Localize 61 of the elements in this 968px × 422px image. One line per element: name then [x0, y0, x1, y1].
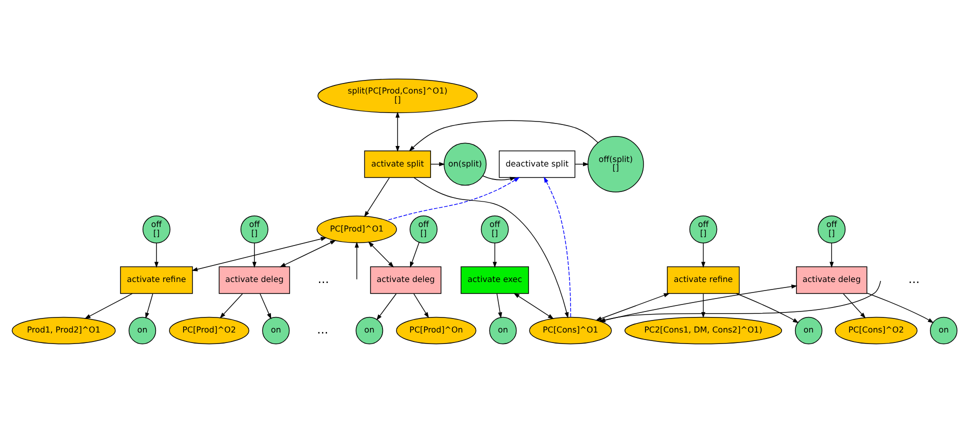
node-circle: off [] [409, 214, 437, 243]
arrow [252, 242, 256, 268]
node-circle: on [128, 316, 156, 344]
arrow [543, 176, 571, 317]
arrow [492, 242, 496, 268]
node-circle: on [794, 316, 822, 344]
node-box: activate split [364, 150, 430, 178]
arrow [700, 292, 705, 318]
arrow [368, 241, 394, 267]
node-circle: off [] [480, 214, 508, 243]
node-circle: off [] [688, 214, 717, 243]
arrow [842, 292, 866, 318]
arrow [144, 292, 153, 318]
arrow [482, 174, 516, 180]
arrow [154, 242, 158, 268]
node-box: activate exec [460, 266, 528, 294]
arrow [496, 292, 502, 318]
arrow [84, 292, 132, 318]
arrow [412, 292, 428, 318]
arrow [191, 236, 326, 271]
node-box: deactivate split [498, 150, 575, 178]
node-circle: on(split) [443, 142, 486, 186]
node-box: activate deleg [218, 266, 290, 294]
node-box: activate refine [666, 266, 740, 294]
arrow [219, 292, 242, 318]
arrow [735, 292, 798, 323]
node-circle: off(split) [] [587, 136, 644, 192]
arrow [408, 120, 598, 151]
arrow [700, 242, 705, 268]
node-circle: on [355, 316, 383, 344]
label: ... [316, 322, 328, 336]
node-box: activate deleg [796, 266, 867, 294]
arrow [279, 240, 336, 267]
node-circle: on [929, 316, 957, 344]
arrow [413, 176, 568, 318]
node-ellipse: PC2[Cons1, DM, Cons2]^O1) [624, 316, 782, 344]
arrow [259, 292, 271, 319]
node-circle: on [262, 316, 290, 344]
arrow [395, 111, 400, 152]
node-ellipse: PC[Prod]^O2 [168, 316, 249, 344]
node-box: activate deleg [370, 266, 441, 294]
arrow [376, 292, 396, 320]
node-circle: off [] [240, 214, 268, 243]
arrow [866, 292, 934, 323]
node-ellipse: PC[Prod]^O1 [316, 215, 396, 243]
arrow [386, 176, 520, 220]
node-ellipse: PC[Prod]^On [396, 316, 476, 344]
node-ellipse: PC[Cons]^O2 [834, 316, 917, 344]
node-ellipse: Prod1, Prod2]^O1 [11, 316, 116, 344]
node-circle: off [] [142, 214, 170, 243]
arrow [409, 241, 420, 268]
node-circle: on [488, 316, 516, 344]
arrow [354, 241, 358, 280]
arrow [513, 292, 554, 319]
arrow [364, 176, 390, 217]
node-ellipse: split(PC[Prod,Cons]^O1) [] [317, 78, 478, 113]
node-circle: off [] [817, 214, 846, 243]
label: ... [317, 271, 329, 286]
node-box: activate refine [120, 266, 192, 294]
arrow [829, 242, 834, 268]
label: ... [908, 271, 920, 286]
